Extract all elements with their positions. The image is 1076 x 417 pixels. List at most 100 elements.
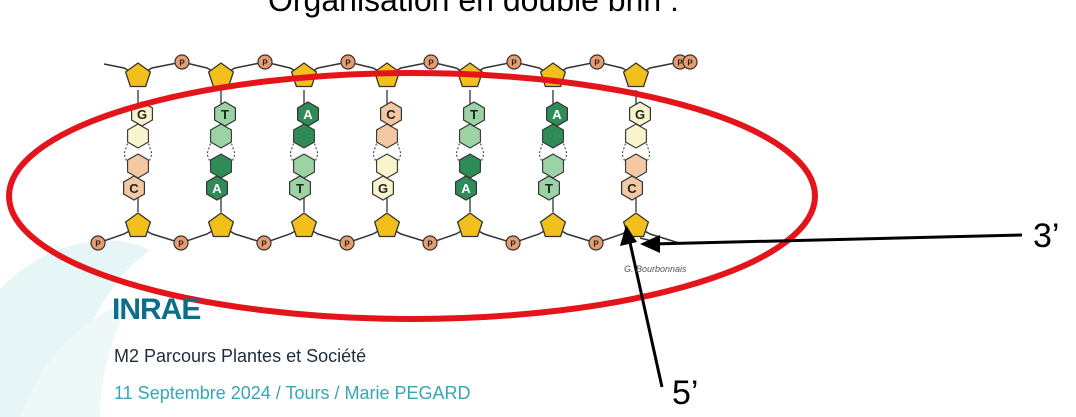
bottom-base-A-letter: A (212, 181, 222, 196)
top-base-C: C (380, 101, 402, 127)
top-phosphate-letter: P (345, 59, 351, 68)
top-purine-ring (625, 123, 647, 149)
top-base-T-letter: T (221, 107, 229, 122)
top-base-G: G (628, 101, 652, 127)
bottom-phosphate: P (256, 235, 272, 251)
bottom-base-T-hexagon (537, 175, 561, 201)
bottom-base-C-letter: C (627, 181, 637, 196)
top-phosphate-letter: P (594, 59, 600, 68)
top-phosphate: P (589, 54, 605, 70)
presentation-date-line: 11 Septembre 2024 / Tours / Marie PEGARD (114, 383, 471, 403)
top-sugar-pentagon (207, 62, 235, 88)
top-purine-ring (127, 123, 149, 149)
bottom-phosphate-letter: P (178, 240, 184, 249)
bottom-base-C-hexagon (122, 175, 145, 201)
bottom-sugar-pentagon (539, 212, 567, 238)
top-sugar-pentagon (622, 62, 650, 88)
top-phosphate-circle (589, 54, 605, 70)
top-base-T-hexagon (463, 101, 485, 127)
top-phosphate-letter: P (262, 59, 268, 68)
bottom-sugar-pentagon (290, 212, 318, 238)
bottom-phosphate-letter: P (95, 240, 101, 249)
top-phosphate: P (506, 54, 522, 70)
bottom-phosphate-letter: P (510, 240, 516, 249)
bottom-base-C: C (122, 175, 145, 201)
bottom-phosphate: P (90, 235, 106, 251)
top-base-A-hexagon (545, 101, 569, 127)
top-phosphate-end-circle (682, 54, 698, 70)
slide-title: Organisation en double brin : (268, 0, 679, 18)
top-base-A-letter: A (303, 107, 313, 122)
top-purine-ring (542, 123, 564, 149)
top-base-C-letter: C (386, 107, 396, 122)
top-phosphate-end: P (682, 54, 698, 70)
bottom-base-A-letter: A (461, 181, 471, 196)
bottom-base-A-hexagon (206, 175, 228, 201)
bottom-purine-ring (210, 153, 232, 179)
three-prime-arrow (640, 233, 1023, 253)
bottom-phosphate: P (173, 235, 189, 251)
inrae-swirl-watermark-icon (0, 240, 150, 417)
bottom-phosphate: P (505, 235, 521, 251)
top-phosphate-letter: P (428, 59, 434, 68)
top-purine-ring (376, 123, 398, 149)
bottom-base-T: T (289, 175, 311, 201)
top-phosphate-circle (340, 54, 356, 70)
bottom-sugar-pentagon (622, 212, 650, 238)
top-phosphate: P (340, 54, 356, 70)
bottom-phosphate-circle (505, 235, 521, 251)
bottom-base-A: A (455, 175, 477, 201)
top-base-T: T (214, 101, 236, 127)
bottom-phosphate-letter: P (593, 240, 599, 249)
top-phosphate-circle (506, 54, 522, 70)
bottom-sugar-pentagon (373, 212, 401, 238)
bottom-phosphate-circle (90, 235, 106, 251)
bottom-base-C: C (620, 175, 644, 201)
bottom-purine-ring (376, 153, 398, 179)
three-prime-label: 3’ (1033, 217, 1060, 255)
top-phosphate-circle (257, 54, 273, 70)
bottom-base-T-hexagon (289, 175, 311, 201)
inrae-logo: INRAE (112, 293, 201, 326)
bottom-phosphate: P (588, 235, 604, 251)
five-prime-arrow (620, 225, 664, 388)
image-credit: G. Bourbonnais (624, 264, 687, 274)
top-base-T: T (463, 101, 485, 127)
top-base-C-hexagon (380, 101, 402, 127)
bottom-phosphate-circle (339, 235, 355, 251)
bottom-base-C-hexagon (620, 175, 644, 201)
bottom-phosphate-circle (256, 235, 272, 251)
top-phosphate-end-letter: P (687, 59, 693, 68)
top-phosphate: P (174, 54, 190, 70)
top-base-G-letter: G (635, 107, 645, 122)
bottom-phosphate-letter: P (344, 240, 350, 249)
bottom-purine-ring (625, 153, 647, 179)
five-prime-label: 5’ (672, 374, 699, 412)
top-base-A: A (545, 101, 569, 127)
top-base-G-hexagon (628, 101, 652, 127)
bottom-sugar-pentagon (207, 212, 235, 238)
bottom-base-T-letter: T (296, 181, 304, 196)
highlight-oval (6, 70, 818, 322)
top-phosphate-letter: P (511, 59, 517, 68)
top-base-A-letter: A (552, 107, 562, 122)
bottom-purine-ring (293, 153, 315, 179)
top-base-G-letter: G (137, 107, 147, 122)
top-base-T-letter: T (470, 107, 478, 122)
top-phosphate: P (257, 54, 273, 70)
bottom-phosphate-letter: P (427, 240, 433, 249)
top-phosphate-circle (174, 54, 190, 70)
top-base-A-hexagon (297, 101, 319, 127)
bottom-base-G-letter: G (378, 181, 388, 196)
top-phosphate-letter: P (179, 59, 185, 68)
bottom-phosphate-letter: P (261, 240, 267, 249)
bottom-base-C-letter: C (129, 181, 139, 196)
top-purine-ring (293, 123, 315, 149)
top-phosphate: P (423, 54, 439, 70)
top-sugar-pentagon (124, 62, 152, 88)
bottom-purine-ring (542, 153, 564, 179)
bottom-sugar-pentagon (124, 212, 152, 238)
top-purine-ring (459, 123, 481, 149)
